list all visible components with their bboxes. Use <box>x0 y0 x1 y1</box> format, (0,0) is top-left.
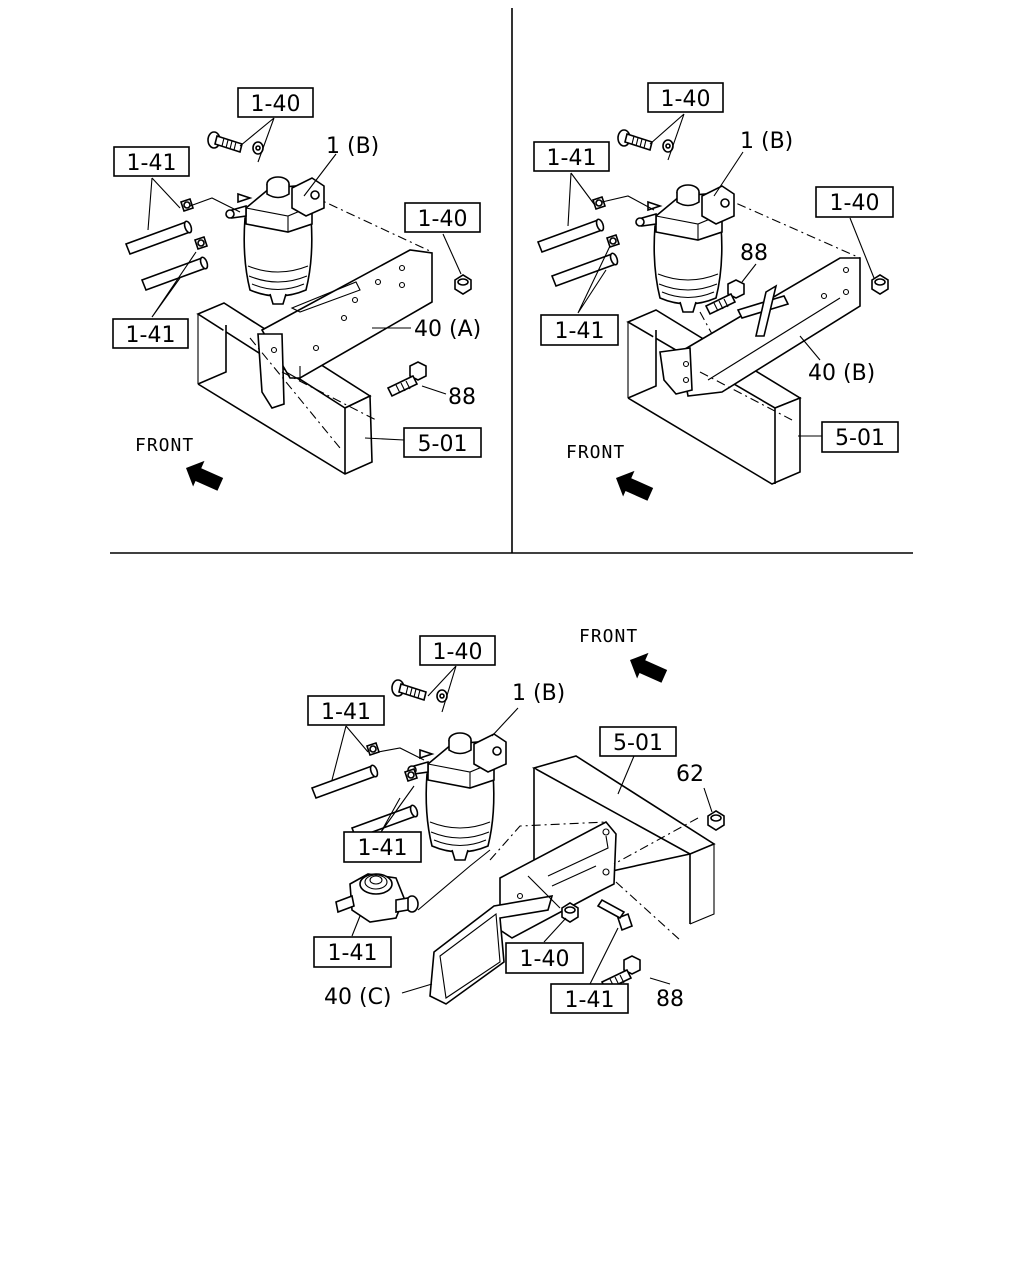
front-label: FRONT <box>135 435 194 456</box>
front-arrow-icon <box>610 465 657 507</box>
callout-1-40: 1-40 <box>418 207 468 232</box>
front-arrow-icon <box>624 647 671 689</box>
callout-88: 88 <box>448 385 476 410</box>
callout-1-40: 1-40 <box>830 191 880 216</box>
callout-1-41: 1-41 <box>358 836 408 861</box>
callout-88: 88 <box>656 987 684 1012</box>
callout-1-41: 1-41 <box>127 151 177 176</box>
callout-1-41: 1-41 <box>126 323 176 348</box>
panel-top-left: 1-40 1-41 1 (B) 1-40 1-41 40 (A) 88 5-01… <box>112 87 482 497</box>
callout-1-40: 1-40 <box>661 87 711 112</box>
front-label: FRONT <box>566 442 625 463</box>
callout-5-01: 5-01 <box>418 432 468 457</box>
callout-1-41: 1-41 <box>555 319 605 344</box>
callout-1-40: 1-40 <box>251 92 301 117</box>
front-arrow-icon <box>180 455 227 497</box>
bolt-1-41 <box>596 898 633 932</box>
callout-40b: 40 (B) <box>808 361 875 386</box>
callout-1-41: 1-41 <box>565 988 615 1013</box>
callout-1-40: 1-40 <box>433 640 483 665</box>
callout-62: 62 <box>676 762 704 787</box>
callout-5-01: 5-01 <box>613 731 663 756</box>
panel-bottom: 1-40 1-41 1 (B) 5-01 62 1-41 1-41 1-40 4… <box>307 626 725 1014</box>
priming-pump <box>335 849 491 923</box>
callout-1b: 1 (B) <box>326 134 379 159</box>
front-label: FRONT <box>579 626 638 647</box>
callout-40a: 40 (A) <box>414 317 481 342</box>
callout-1b: 1 (B) <box>512 681 565 706</box>
callout-5-01: 5-01 <box>835 426 885 451</box>
callout-40c: 40 (C) <box>324 985 392 1010</box>
callout-1-41: 1-41 <box>328 941 378 966</box>
callout-1-41: 1-41 <box>547 146 597 171</box>
callout-1-41: 1-41 <box>321 700 371 725</box>
callout-1b: 1 (B) <box>740 129 793 154</box>
panel-top-right: 1-40 1-41 1 (B) 1-40 88 1-41 40 (B) 5-01… <box>533 82 899 507</box>
bracket-40a <box>260 249 433 379</box>
callout-1-40: 1-40 <box>520 947 570 972</box>
callout-88: 88 <box>740 241 768 266</box>
